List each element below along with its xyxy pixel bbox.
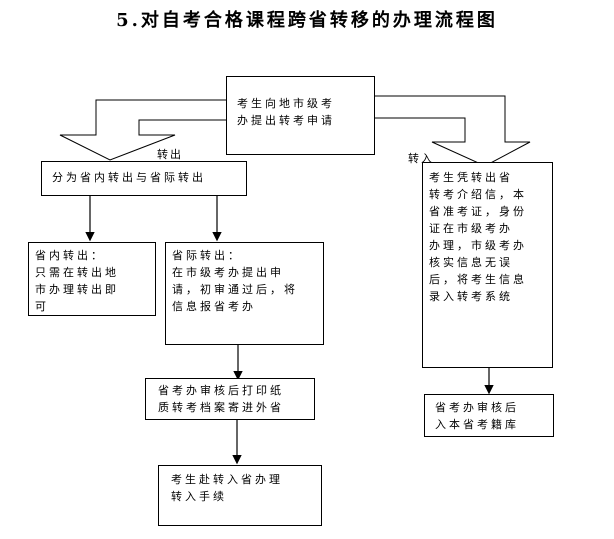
goin-box: 考生赴转入省办理 转入手续 [158, 465, 322, 526]
in-side-line: 转考介绍信，本 [429, 188, 527, 201]
in-side-box: 考生凭转出省 转考介绍信，本 省准考证，身份 证在市级考办 办理，市级考办 核实… [422, 162, 553, 368]
in-final-line: 入本省考籍库 [435, 418, 519, 431]
inter-line: 在市级考办提出申 [172, 266, 284, 279]
intra-line: 只需在转出地 [35, 266, 119, 279]
start-box: 考生向地市级考 办提出转考申请 [226, 76, 375, 155]
start-line: 考生向地市级考 [237, 97, 335, 110]
goin-line: 转入手续 [171, 490, 227, 503]
page-title: 5.对自考合格课程跨省转移的办理流程图 [116, 10, 498, 31]
in-side-line: 后，将考生信息 [429, 273, 527, 286]
start-line: 办提出转考申请 [237, 114, 335, 127]
print-line: 省考办审核后打印纸 [158, 384, 284, 397]
intra-box: 省内转出： 只需在转出地 市办理转出即 可 [28, 242, 156, 316]
inter-box: 省际转出： 在市级考办提出申 请，初审通过后，将 信息报省考办 [165, 242, 324, 345]
in-side-line: 办理，市级考办 [429, 239, 527, 252]
split-box: 分为省内转出与省际转出 [41, 161, 247, 196]
goin-line: 考生赴转入省办理 [171, 473, 283, 486]
intra-line: 市办理转出即 [35, 283, 119, 296]
print-line: 质转考档案寄进外省 [158, 401, 284, 414]
in-final-line: 省考办审核后 [435, 401, 519, 414]
split-text: 分为省内转出与省际转出 [52, 171, 206, 184]
in-side-line: 考生凭转出省 [429, 171, 513, 184]
in-side-line: 省准考证，身份 [429, 205, 527, 218]
inter-line: 省际转出： [172, 249, 242, 262]
intra-line: 可 [35, 300, 49, 313]
inter-line: 请，初审通过后，将 [172, 283, 298, 296]
branch-in-label: 转入 [408, 152, 434, 165]
in-side-line: 核实信息无误 [429, 256, 513, 269]
in-side-line: 录入转考系统 [429, 290, 513, 303]
arrow-out-branch [59, 99, 226, 161]
in-final-box: 省考办审核后 入本省考籍库 [424, 394, 554, 437]
in-side-line: 证在市级考办 [429, 222, 513, 235]
arrow-in-branch [375, 95, 531, 167]
print-box: 省考办审核后打印纸 质转考档案寄进外省 [145, 378, 315, 420]
inter-line: 信息报省考办 [172, 300, 256, 313]
intra-line: 省内转出： [35, 249, 105, 262]
branch-out-label: 转出 [157, 148, 183, 161]
